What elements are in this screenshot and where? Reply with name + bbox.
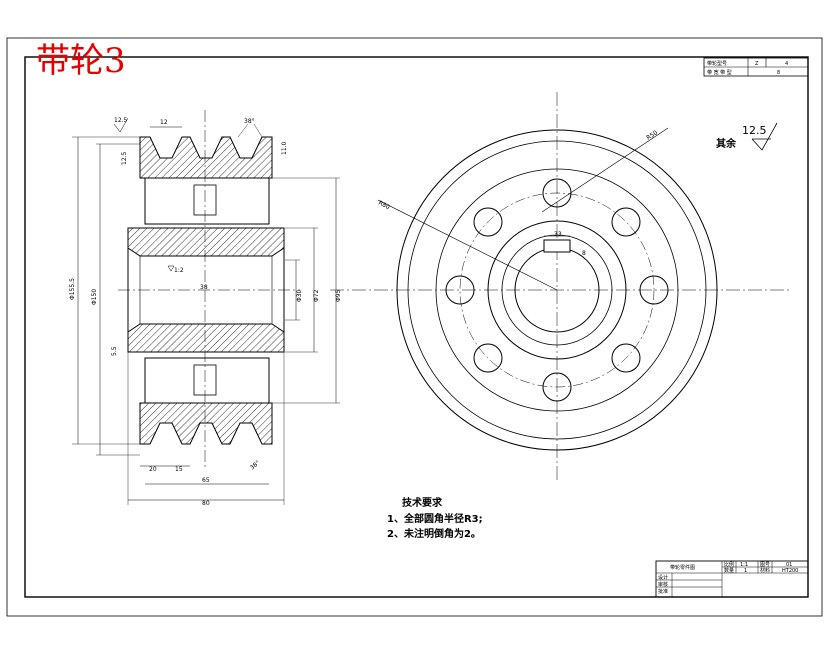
dim-hub-inner: Φ72	[313, 289, 320, 302]
title-block-cell-1: 1:1	[740, 562, 748, 568]
inner-frame	[24, 56, 809, 598]
tech-requirements: 技术要求 1、全部圆角半径R3; 2、未注明倒角为2。	[387, 496, 483, 540]
spec-label-2: 带 宽 带 型	[707, 69, 732, 76]
title-block-label-review: 审核	[658, 581, 668, 588]
spec-value-1a: Z	[755, 61, 759, 67]
title-block-cell-2: 图号	[760, 562, 770, 568]
dim-key-depth: 8	[582, 250, 586, 257]
dim-mid: 38	[200, 284, 208, 291]
title-block-cell-5: 1	[744, 568, 747, 574]
front-view: 33 8 R80 R50	[330, 92, 790, 480]
dim-total-length: 80	[202, 500, 210, 507]
tech-heading: 技术要求	[402, 496, 443, 509]
spec-table: 带轮型号 Z 4 带 宽 带 型 8	[703, 57, 809, 77]
dim-key-width: 33	[554, 231, 562, 238]
title-block-label-approve: 批准	[658, 588, 668, 595]
tech-item-2: 2、未注明倒角为2。	[387, 527, 481, 540]
spec-value-1b: 4	[785, 61, 788, 67]
dim-body-dia: Φ150	[91, 289, 98, 305]
dim-bottom-20: 20	[149, 466, 157, 473]
dim-bore-dia: Φ30	[296, 289, 303, 302]
dim-right-small: 11.0	[281, 141, 288, 155]
dim-rim-small: 12.5	[121, 151, 128, 165]
dim-top-small: 12.5	[114, 117, 128, 124]
roughness-value: 12.5	[742, 124, 767, 137]
dim-slope: 1:2	[174, 267, 184, 274]
roughness-note: 其余 12.5	[716, 122, 778, 151]
title-block-name: 带轮零件图	[670, 564, 695, 571]
dim-bottom-15: 15	[175, 466, 183, 473]
title-block-cell-4: 数量	[724, 567, 734, 574]
dim-hub-outer: Φ95	[335, 289, 342, 302]
spec-value-2: 8	[777, 70, 780, 76]
title-block: 带轮零件图 设计 审核 批准 比例 1:1 图号 01 数量 1 材料 HT20…	[655, 560, 809, 598]
spec-label-1: 带轮型号	[707, 60, 727, 67]
dim-groove-angle: 38°	[244, 118, 255, 125]
roughness-prefix: 其余	[716, 137, 737, 150]
dim-outer-dia: Φ155.5	[69, 278, 76, 300]
dim-hub-length: 65	[202, 477, 210, 484]
tech-item-1: 1、全部圆角半径R3;	[387, 512, 483, 525]
outer-frame	[6, 37, 823, 617]
drawing-title: 带轮3	[36, 41, 126, 81]
title-block-label-design: 设计	[658, 574, 668, 581]
title-block-cell-6: 材料	[760, 567, 770, 574]
section-view: Φ155.5 Φ150 Φ30 Φ72 Φ95 12 38° 12.5 11.0…	[69, 110, 342, 507]
dim-outer-radius: R50	[645, 129, 659, 141]
dim-groove-angle-bottom: 38°	[249, 459, 262, 471]
dim-bolt-radius: R80	[377, 200, 391, 212]
title-block-cell-0: 比例	[724, 561, 734, 568]
dim-left-small: 5.5	[111, 346, 118, 356]
title-block-cell-3: 01	[786, 562, 792, 568]
title-block-cell-7: HT200	[782, 568, 798, 574]
dim-groove: 12	[160, 119, 168, 126]
